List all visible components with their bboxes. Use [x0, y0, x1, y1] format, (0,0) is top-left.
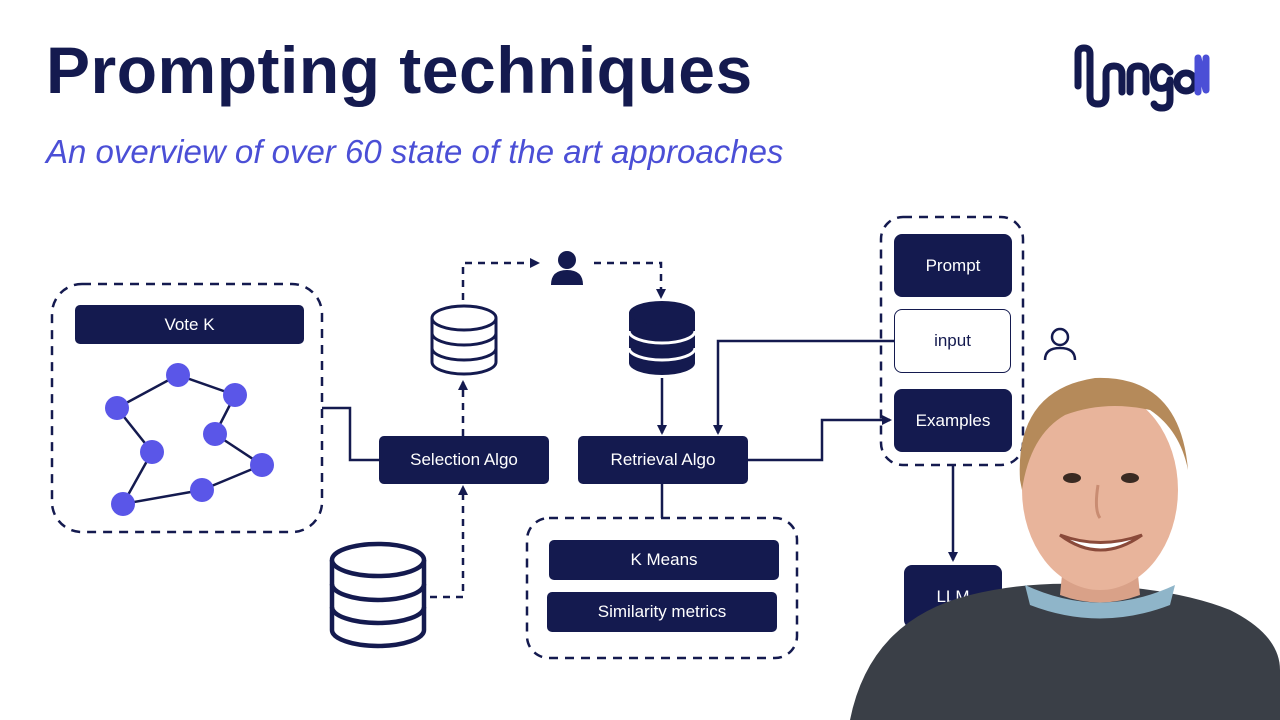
- user-outline-icon: [1043, 327, 1077, 361]
- database-filled-icon: [627, 301, 697, 375]
- prompt-box: Prompt: [894, 234, 1012, 297]
- graph-node: [190, 478, 214, 502]
- k-means-box: K Means: [549, 540, 779, 580]
- slide-subtitle: An overview of over 60 state of the art …: [46, 133, 784, 170]
- graph-node: [105, 396, 129, 420]
- input-box: input: [894, 309, 1011, 373]
- metrics-group: [525, 516, 799, 660]
- graph-node: [203, 422, 227, 446]
- presenter-video: [850, 377, 1280, 720]
- examples-box: Examples: [894, 389, 1012, 452]
- database-icon: [430, 304, 498, 376]
- graph-node: [111, 492, 135, 516]
- vote-k-group: [50, 282, 324, 534]
- graph-node: [223, 383, 247, 407]
- retrieval-algo-box: Retrieval Algo: [578, 436, 748, 484]
- selection-algo-box: Selection Algo: [379, 436, 549, 484]
- vote-k-box: Vote K: [75, 305, 304, 344]
- argoni-logo: [1074, 44, 1210, 112]
- graph-node: [140, 440, 164, 464]
- graph-node: [166, 363, 190, 387]
- slide-title: Prompting techniques: [46, 33, 753, 107]
- similarity-metrics-box: Similarity metrics: [547, 592, 777, 632]
- graph-node: [250, 453, 274, 477]
- user-icon: [551, 251, 583, 285]
- large-database-icon: [329, 541, 427, 649]
